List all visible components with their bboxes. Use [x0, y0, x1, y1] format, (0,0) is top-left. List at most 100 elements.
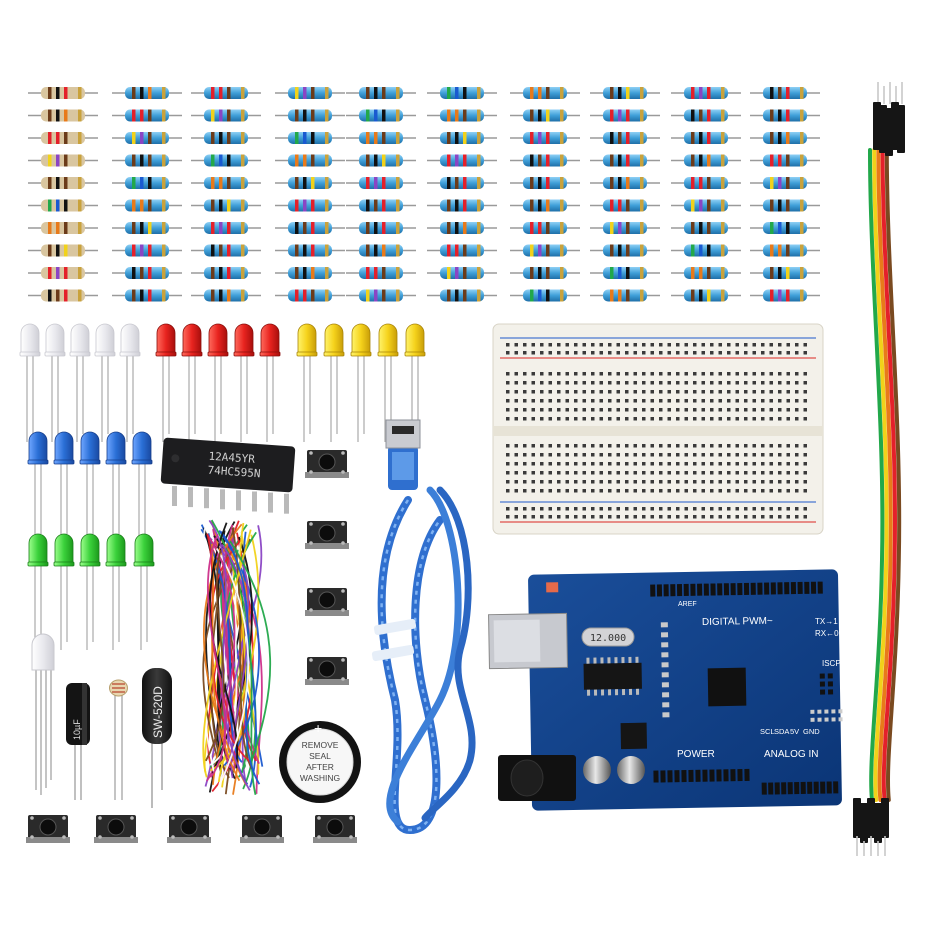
push-button — [305, 588, 349, 616]
breadboard-hole — [616, 444, 620, 448]
breadboard-hole — [625, 372, 629, 376]
breadboard-hole — [548, 480, 552, 484]
resistor-band — [447, 154, 451, 167]
microcontroller-board: DIGITAL PWM~ POWER ANALOG IN TX→1 RX←0 I… — [488, 569, 843, 811]
push-button-rivet — [203, 835, 207, 839]
resistor-band — [530, 109, 534, 122]
breadboard-hole — [574, 417, 578, 421]
push-button-base — [305, 543, 349, 549]
header-pin — [710, 583, 716, 596]
breadboard-hole — [582, 381, 586, 385]
breadboard-hole — [710, 507, 714, 511]
chip-leg — [607, 689, 612, 696]
breadboard-hole — [744, 381, 748, 385]
resistor-band — [721, 199, 725, 212]
resistor-band — [325, 289, 329, 302]
resistor-band — [800, 267, 804, 279]
breadboard-hole — [591, 417, 595, 421]
led-dome — [28, 533, 48, 565]
breadboard-hole — [718, 351, 722, 355]
resistor-band — [640, 177, 644, 189]
resistor-body — [684, 199, 728, 212]
led — [105, 431, 127, 542]
push-button — [94, 815, 138, 843]
breadboard-hole — [523, 343, 527, 347]
resistor-band — [241, 109, 245, 122]
breadboard-hole — [701, 471, 705, 475]
breadboard-hole — [761, 372, 765, 376]
resistor-band — [699, 154, 703, 167]
usb-chip — [583, 662, 642, 690]
breadboard-hole — [531, 444, 535, 448]
resistor-band — [48, 222, 52, 234]
breadboard-hole — [523, 480, 527, 484]
resistor-body — [603, 289, 647, 302]
pad — [838, 709, 843, 714]
breadboard-hole — [591, 351, 595, 355]
resistor-band — [546, 289, 550, 302]
led-rim — [296, 351, 318, 357]
breadboard-hole — [565, 351, 569, 355]
resistor-band — [640, 267, 644, 279]
breadboard-hole — [795, 444, 799, 448]
resistor-band — [477, 132, 481, 144]
jumper-wire — [207, 533, 226, 778]
breadboard-hole — [701, 480, 705, 484]
resistor-band — [325, 199, 329, 212]
breadboard-hole — [591, 372, 595, 376]
resistor-column — [191, 87, 261, 302]
resistor — [750, 132, 820, 144]
breadboard-hole — [642, 507, 646, 511]
resistor-band — [800, 222, 804, 234]
resistor-column — [427, 87, 497, 302]
resistor-body — [288, 132, 332, 144]
resistor — [112, 289, 182, 302]
dupont-housing — [874, 803, 882, 843]
led-dome — [106, 431, 126, 463]
resistor-band — [778, 289, 782, 302]
breadboard-hole — [667, 444, 671, 448]
breadboard-hole — [514, 515, 518, 519]
resistor-band — [721, 244, 725, 257]
breadboard-hole — [710, 417, 714, 421]
resistor-band — [786, 267, 790, 279]
resistor-band — [311, 289, 315, 302]
breadboard-hole — [693, 453, 697, 457]
breadboard-hole — [514, 444, 518, 448]
chip-leg — [614, 657, 618, 664]
header-pin — [787, 782, 793, 795]
resistor-band — [786, 87, 790, 99]
resistor-band — [610, 87, 614, 99]
breadboard-hole — [523, 489, 527, 493]
push-button-cap — [253, 818, 271, 836]
electrolytic-capacitor: 10µF — [66, 683, 90, 800]
breadboard-hole — [761, 408, 765, 412]
resistor-band — [691, 222, 695, 234]
resistor-band — [640, 199, 644, 212]
resistor-body — [204, 289, 248, 302]
breadboard-hole — [540, 444, 544, 448]
breadboard-hole — [778, 444, 782, 448]
breadboard-hole — [701, 515, 705, 519]
breadboard-hole — [701, 453, 705, 457]
breadboard-hole — [591, 408, 595, 412]
smd-part — [662, 712, 670, 718]
breadboard-hole — [650, 343, 654, 347]
resistor-band — [148, 132, 152, 144]
breadboard-hole — [744, 507, 748, 511]
icsp-pin — [827, 681, 833, 687]
resistor-body — [359, 289, 403, 302]
breadboard-hole — [557, 507, 561, 511]
resistor-band — [721, 289, 725, 302]
resistor-band — [48, 177, 52, 189]
breadboard-hole — [633, 399, 637, 403]
resistor-band — [295, 267, 299, 279]
resistor-band — [770, 109, 774, 122]
breadboard-hole — [667, 372, 671, 376]
breadboard-hole — [769, 399, 773, 403]
resistor-band — [691, 244, 695, 257]
resistor-band — [396, 132, 400, 144]
breadboard-hole — [616, 507, 620, 511]
resistor-band — [699, 244, 703, 257]
resistor-band — [140, 109, 144, 122]
